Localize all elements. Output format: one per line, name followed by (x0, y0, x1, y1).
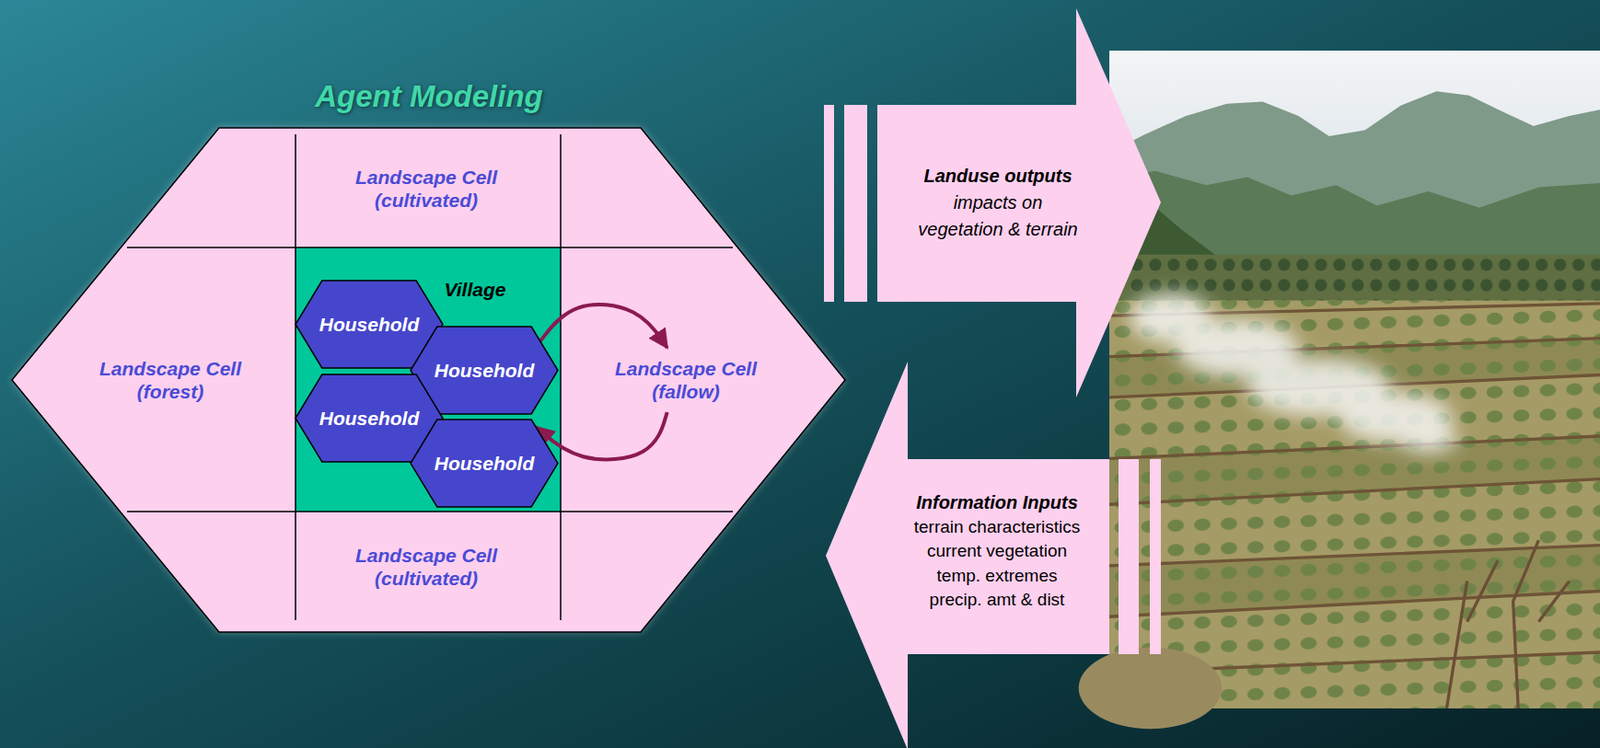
cell-label: Landscape Cell (forest) (90, 357, 252, 404)
household-label: Household (434, 359, 535, 383)
arrow-text: Information Inputs (886, 490, 1108, 516)
model-outline-glow (11, 127, 846, 633)
cell-label: Landscape Cell (cultivated) (346, 165, 508, 212)
photo-ground (1109, 50, 1600, 709)
cell-label: Landscape Cell (fallow) (605, 357, 767, 404)
household-label: Household (319, 407, 420, 430)
grid-line (127, 510, 733, 513)
grid-line (127, 246, 733, 249)
arrow-stripe (844, 104, 868, 302)
smoke (1129, 293, 1457, 453)
block-arrow (877, 8, 1161, 398)
landscape-cell: Landscape Cell (cultivated) (333, 156, 521, 221)
foreground-branches (1446, 540, 1569, 709)
arrow-text: Landuse outputs (878, 162, 1118, 190)
block-arrow (825, 361, 1110, 748)
arrow-stripe (1149, 459, 1161, 655)
smoke-puff (1399, 424, 1457, 453)
landscape-cell: Landscape Cell (forest) (77, 347, 265, 413)
model-outline (11, 127, 846, 633)
household-label: Household (434, 452, 535, 476)
connectors (535, 304, 668, 460)
village-box: VillageHouseholdHouseholdHouseholdHouseh… (295, 247, 561, 512)
terrace-walls (1109, 303, 1600, 673)
household-hexagon: Household (410, 419, 558, 508)
arrow-text: temp. extremes (886, 564, 1108, 590)
village-label: Village (438, 278, 512, 302)
grid-line (559, 134, 562, 621)
near-hills (1109, 171, 1600, 306)
landscape-photo (1078, 50, 1600, 730)
cell-label: Landscape Cell (cultivated) (346, 544, 508, 591)
village-fill (295, 247, 561, 512)
foreground-brush (1078, 647, 1222, 730)
output-arrow: Landuse outputsimpacts on vegetation & t… (823, 8, 1161, 398)
arrow-text: precip. amt & dist (886, 588, 1108, 614)
arrow-stripe (1118, 459, 1139, 655)
hexagon-outline (410, 419, 558, 508)
text-wrapper: Information Inputsterrain characteristic… (886, 490, 1108, 614)
arrow-text: impacts on vegetation & terrain (913, 189, 1084, 244)
household-label: Household (319, 313, 420, 337)
input-arrow: Information Inputsterrain characteristic… (825, 361, 1161, 748)
diagram-title: Agent Modeling (244, 79, 614, 115)
arrow-text: current vegetation (886, 539, 1108, 565)
landscape-cell: Landscape Cell (cultivated) (333, 534, 521, 600)
landscape-cell: Landscape Cell (fallow) (592, 347, 780, 413)
flow-arrow (540, 304, 668, 348)
terraces (1109, 301, 1600, 709)
grid-line (294, 134, 297, 621)
title-holder: Agent Modeling (244, 79, 614, 115)
text-wrapper: Landuse outputsimpacts on vegetation & t… (878, 162, 1118, 244)
arrow-stripe (823, 104, 835, 302)
olive-rows (1109, 301, 1600, 709)
flow-arrow (535, 412, 668, 460)
arrow-text: terrain characteristics (886, 515, 1108, 541)
